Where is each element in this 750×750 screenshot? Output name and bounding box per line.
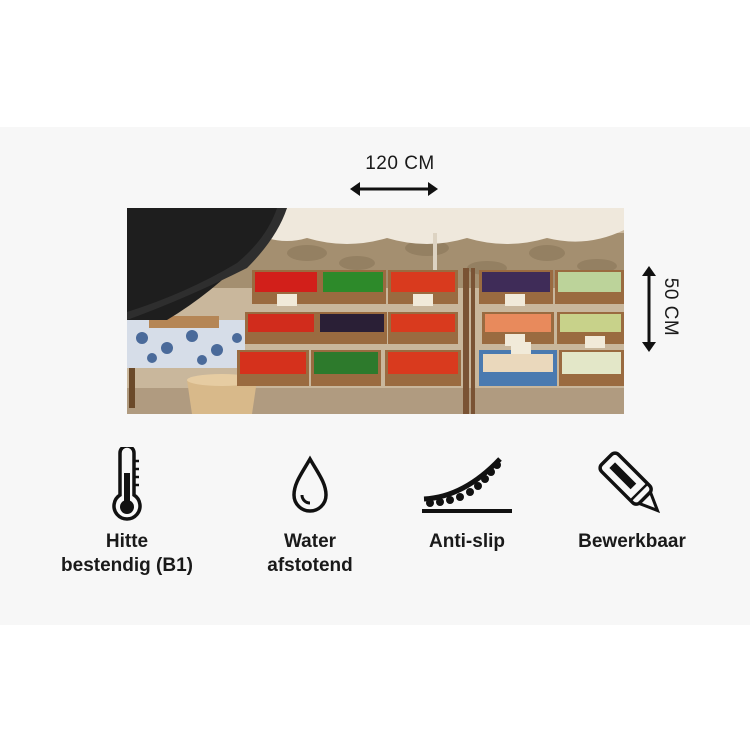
feature-label-line1: Bewerkbaar bbox=[578, 531, 686, 552]
feature-label-line1: Anti-slip bbox=[429, 531, 505, 552]
width-arrow-icon bbox=[350, 182, 438, 196]
anti-slip-icon bbox=[422, 457, 512, 513]
feature-heat-resistant: Hitte bestendig (B1) bbox=[37, 440, 217, 578]
feature-water-repellent: Water afstotend bbox=[220, 440, 400, 578]
feature-workable: Bewerkbaar bbox=[542, 440, 722, 554]
height-arrow-icon bbox=[642, 266, 656, 352]
thermometer-icon bbox=[112, 447, 142, 521]
feature-label-line2: bestendig (B1) bbox=[61, 555, 193, 576]
mat-photo bbox=[127, 208, 624, 414]
feature-row: Hitte bestendig (B1) Water afstotend bbox=[0, 440, 750, 590]
utility-knife-icon bbox=[598, 451, 661, 514]
height-dimension-label: 50 CM bbox=[660, 277, 681, 337]
feature-anti-slip: Anti-slip bbox=[377, 440, 557, 554]
feature-label-line2: afstotend bbox=[267, 555, 353, 576]
width-dimension-label: 120 CM bbox=[365, 153, 435, 174]
water-drop-icon bbox=[292, 455, 328, 513]
feature-label-line1: Water bbox=[283, 531, 337, 552]
feature-label-line1: Hitte bbox=[105, 531, 149, 552]
